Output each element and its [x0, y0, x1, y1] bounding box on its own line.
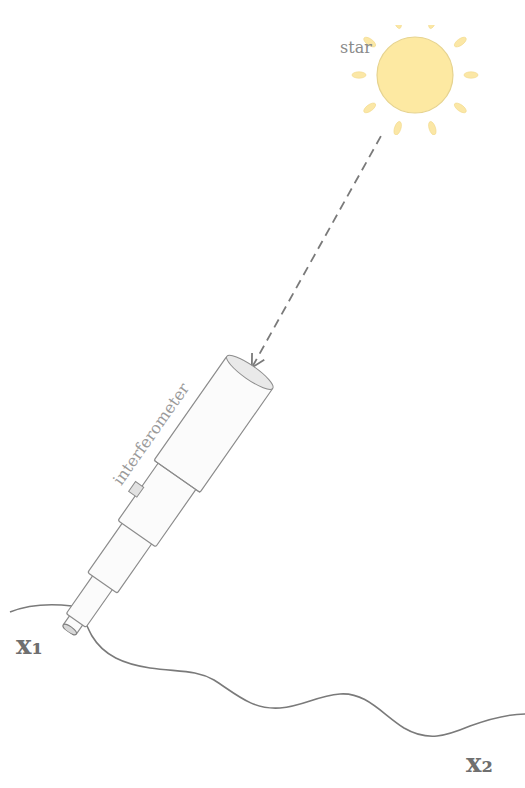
star-node: star: [330, 25, 490, 135]
arrow-head: [252, 353, 264, 368]
sun-ray: [464, 72, 478, 78]
point-label: x₂: [466, 748, 493, 778]
sun-ray: [453, 101, 468, 114]
sun-ray: [362, 101, 377, 114]
focus-knob: [129, 482, 144, 498]
tube-joint: [154, 460, 200, 492]
sun-ray: [392, 121, 402, 135]
sun-ray: [352, 72, 366, 78]
dashed-ray: [252, 136, 381, 368]
interferometer-node: interferometer: [15, 324, 311, 669]
sun-ray: [453, 35, 468, 48]
sun-ray: [427, 121, 437, 135]
sun-disc: [377, 37, 453, 113]
point-label: x₁: [16, 630, 43, 660]
light-arrow: [252, 136, 381, 368]
node-label: star: [340, 38, 372, 57]
sun-ray: [392, 25, 402, 29]
eyepiece-lens: [61, 622, 78, 636]
telescope-symbol: [15, 324, 311, 669]
objective-lens: [223, 351, 277, 395]
sun-ray: [427, 25, 437, 29]
